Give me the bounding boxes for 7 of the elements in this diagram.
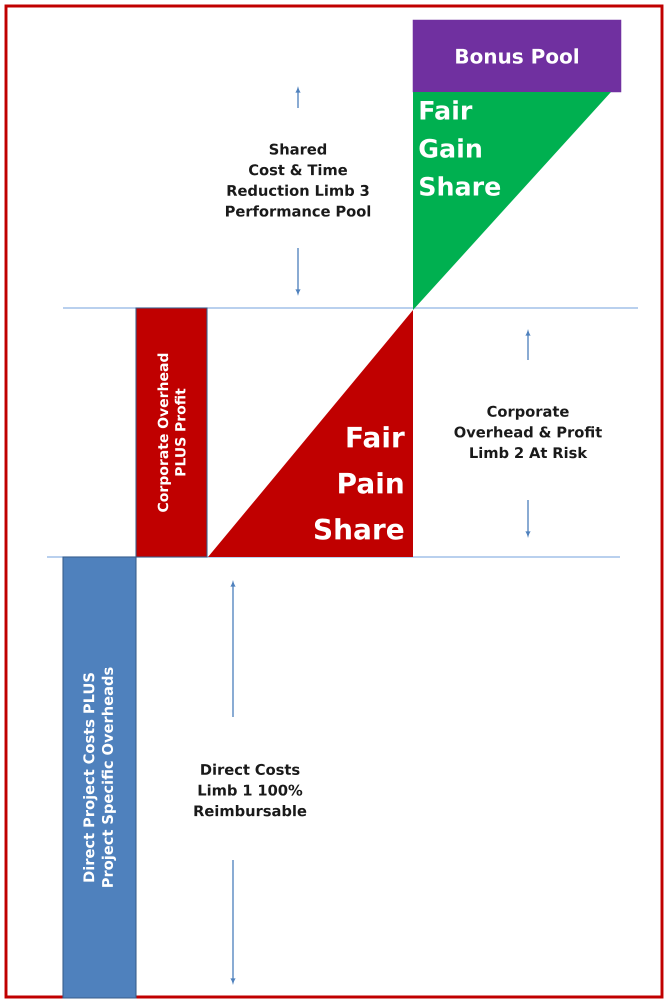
dimension-label: Corporate Overhead & Profit Limb 2 At Risk xyxy=(454,406,602,458)
bonus-pool-box: Bonus Pool xyxy=(412,20,622,92)
dimension-label: Shared Cost & Time Reduction Limb 3 Performance Pool xyxy=(226,143,370,217)
gain-share-triangle: Fair Gain Share xyxy=(413,92,611,310)
dimension-label: Direct Costs Limb 1 100% Reimbursable xyxy=(194,764,306,816)
overhead-bar: Corporate Overhead PLUS Profit xyxy=(135,307,208,558)
direct-cost-bar: Direct Project Costs PLUS Project Specific Overheads xyxy=(62,556,137,999)
